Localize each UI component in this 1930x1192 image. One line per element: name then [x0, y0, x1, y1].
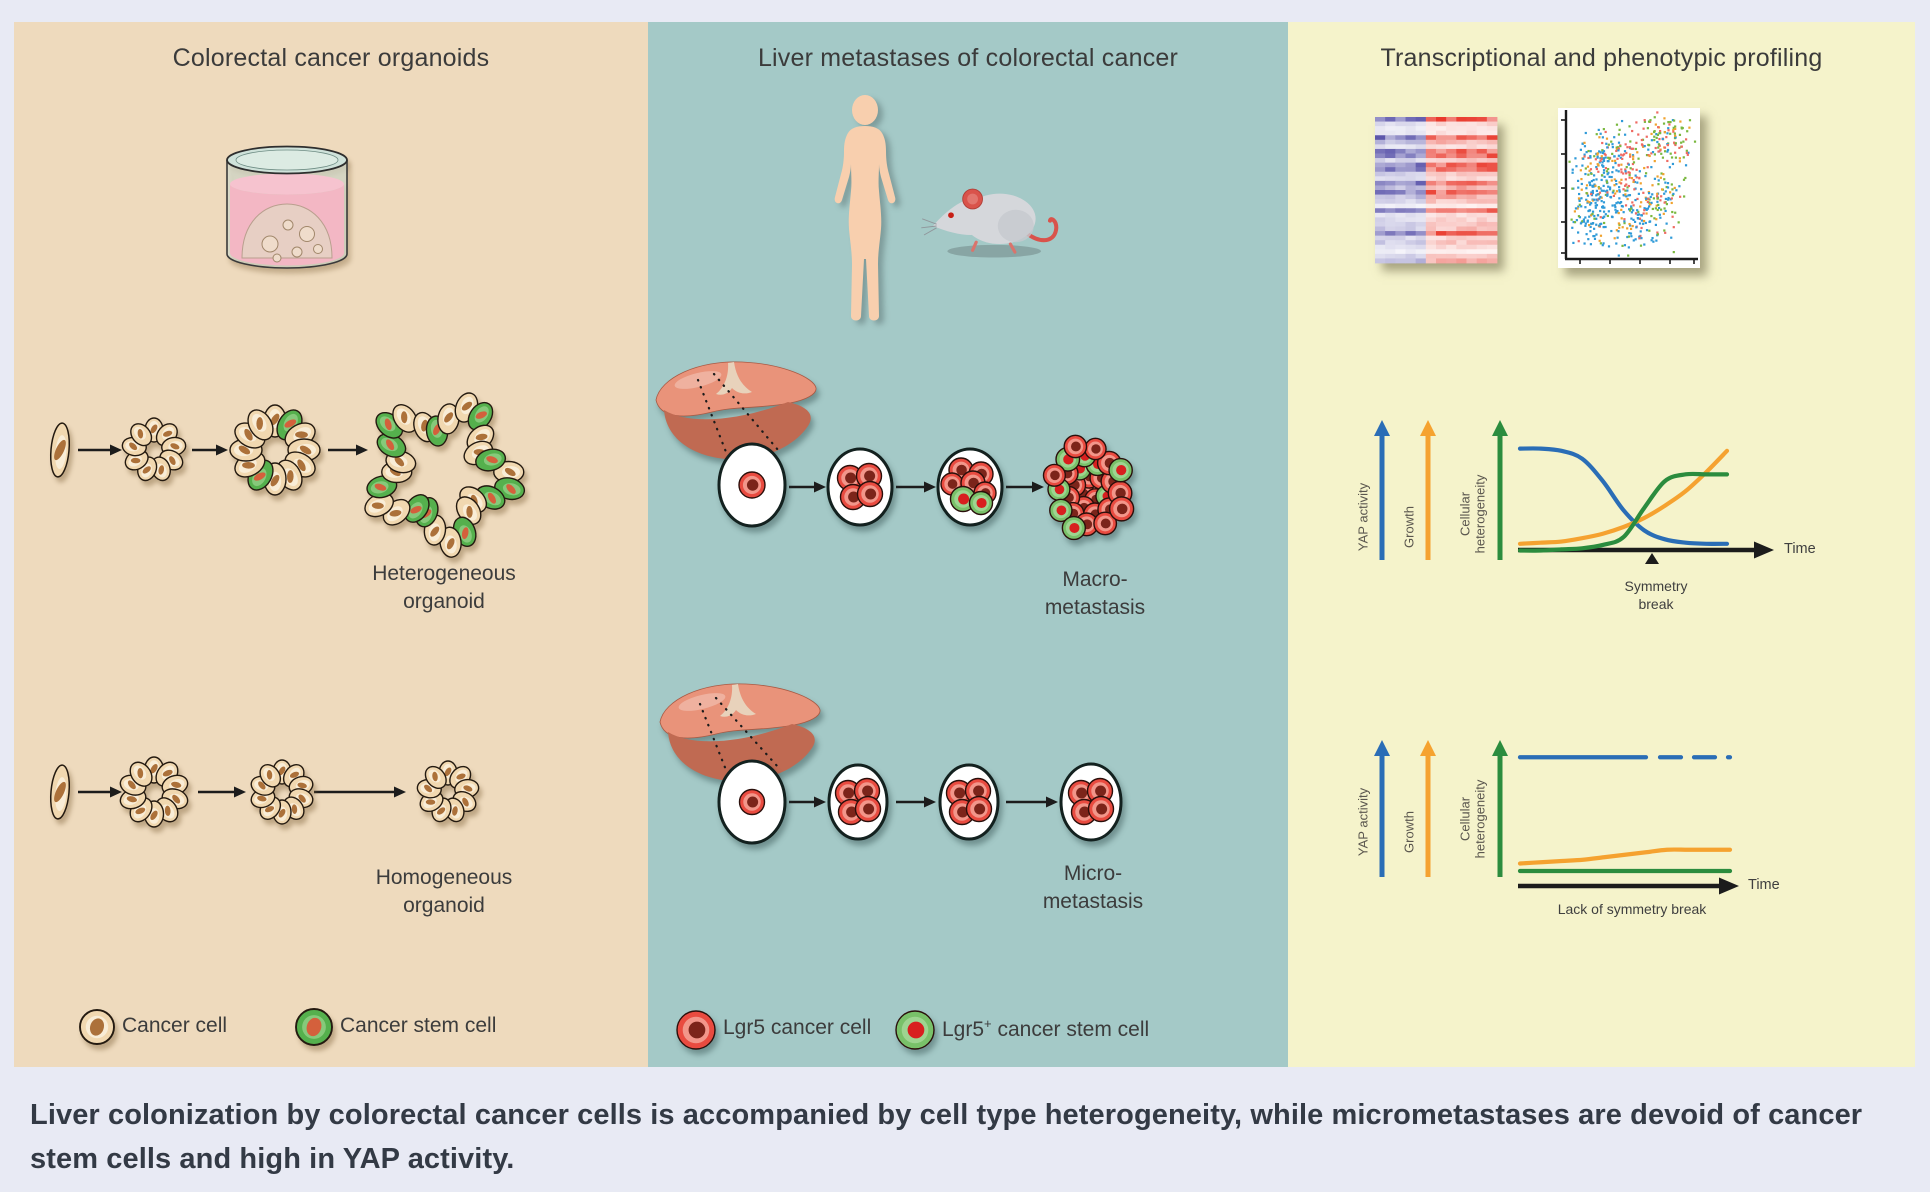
growth-axis-label-2: Growth: [1401, 811, 1417, 853]
vessels-micro: [717, 759, 1123, 845]
mouse-figure: [921, 188, 1059, 258]
symmetry-break-marker: [1645, 553, 1659, 564]
profiling-panel-title: Transcriptional and phenotypic profiling: [1380, 44, 1823, 72]
symmetry-break-annotation: Symmetry break: [1624, 578, 1688, 612]
micro-metastasis-label: Micro-metastasis: [1042, 862, 1144, 913]
figure-caption: Liver colonization by colorectal cancer …: [30, 1099, 1863, 1175]
cancer-stem-cell-icon: [295, 1008, 333, 1046]
tsne-plot-thumbnail: [1558, 108, 1700, 268]
lgr5-stem-sup: +: [984, 1016, 992, 1031]
lgr5-cell-icon: [676, 1010, 716, 1050]
cellular-heterogeneity-axis-label: Cellular heterogeneity: [1457, 474, 1487, 554]
petri-dish: [226, 145, 348, 269]
no-symmetry-chart: [1374, 740, 1739, 895]
no-symmetry-chart-axes: [1374, 740, 1739, 895]
yap-activity-axis-label: YAP activity: [1355, 482, 1371, 552]
time-axis-label-1: Time: [1784, 541, 1816, 557]
symmetry-chart-axes: [1374, 420, 1774, 560]
arrows-hetero: [78, 444, 368, 456]
yap-activity-axis-label-2: YAP activity: [1355, 787, 1371, 857]
homogeneous-organoid: [416, 760, 480, 823]
arrows-macro: [789, 481, 1044, 493]
zoom-lines-micro: [698, 696, 780, 772]
profiling-graphics: [1374, 420, 1774, 895]
single-cell-homo: [49, 764, 71, 820]
panel-liver-metastases: Liver metastases of colorectal cancer Ma…: [648, 22, 1288, 1067]
lgr5-stem-cell-legend-label: Lgr5+ cancer stem cell: [942, 1016, 1149, 1042]
cellular-heterogeneity-axis-label-2: Cellular heterogeneity: [1457, 779, 1487, 859]
heterogeneous-organoid: [364, 392, 526, 558]
lgr5-stem-cell-icon: [895, 1010, 935, 1050]
no-symmetry-chart-curves: [1517, 755, 1733, 874]
organoid-stage1-homo: [119, 756, 189, 828]
panel-profiling: Transcriptional and phenotypic profiling…: [1288, 22, 1915, 1067]
cancer-stem-cell-legend-label: Cancer stem cell: [340, 1014, 497, 1037]
single-cell-hetero: [49, 422, 71, 478]
cancer-cell-icon: [79, 1009, 115, 1045]
heatmap-thumbnail: [1375, 117, 1498, 264]
symmetry-chart-curves: [1517, 446, 1730, 553]
organoids-panel-title: Colorectal cancer organoids: [172, 44, 490, 72]
organoid-stage2-homo: [250, 759, 314, 825]
vessels-macro: [717, 442, 1004, 528]
cancer-cell-legend-label: Cancer cell: [122, 1014, 228, 1037]
lgr5-stem-rest: cancer stem cell: [991, 1018, 1150, 1041]
lack-of-symmetry-break-annotation: Lack of symmetry break: [1557, 901, 1707, 917]
organoid-stage2-hetero: [229, 404, 321, 496]
homogeneous-organoid-label: Homogeneous organoid: [375, 866, 513, 917]
lgr5-cell-legend-label: Lgr5 cancer cell: [723, 1016, 872, 1039]
metastases-panel-title: Liver metastases of colorectal cancer: [757, 44, 1179, 72]
arrows-homo: [78, 786, 406, 798]
arrows-micro: [789, 796, 1058, 808]
liver-micro: [659, 683, 821, 782]
metastases-graphics: [655, 95, 1135, 1050]
symmetry-chart: [1374, 420, 1774, 564]
heatmap-svg: [1375, 117, 1498, 264]
organoids-graphics: [49, 145, 526, 1046]
heterogeneous-organoid-label: Heterogeneous organoid: [372, 562, 516, 613]
macro-cluster: [1042, 434, 1135, 541]
time-axis-label-2: Time: [1748, 877, 1780, 893]
growth-axis-label: Growth: [1401, 506, 1417, 548]
liver-macro: [655, 361, 817, 460]
tsne-svg: [1558, 108, 1700, 268]
lgr5-stem-base: Lgr5: [942, 1018, 985, 1041]
human-figure: [834, 95, 896, 321]
macro-metastasis-label: Macro-metastasis: [1044, 568, 1146, 619]
zoom-lines-macro: [696, 372, 780, 454]
organoid-stage1-hetero: [121, 417, 187, 482]
panel-colorectal-organoids: Colorectal cancer organoids Heterogeneou…: [14, 22, 648, 1067]
